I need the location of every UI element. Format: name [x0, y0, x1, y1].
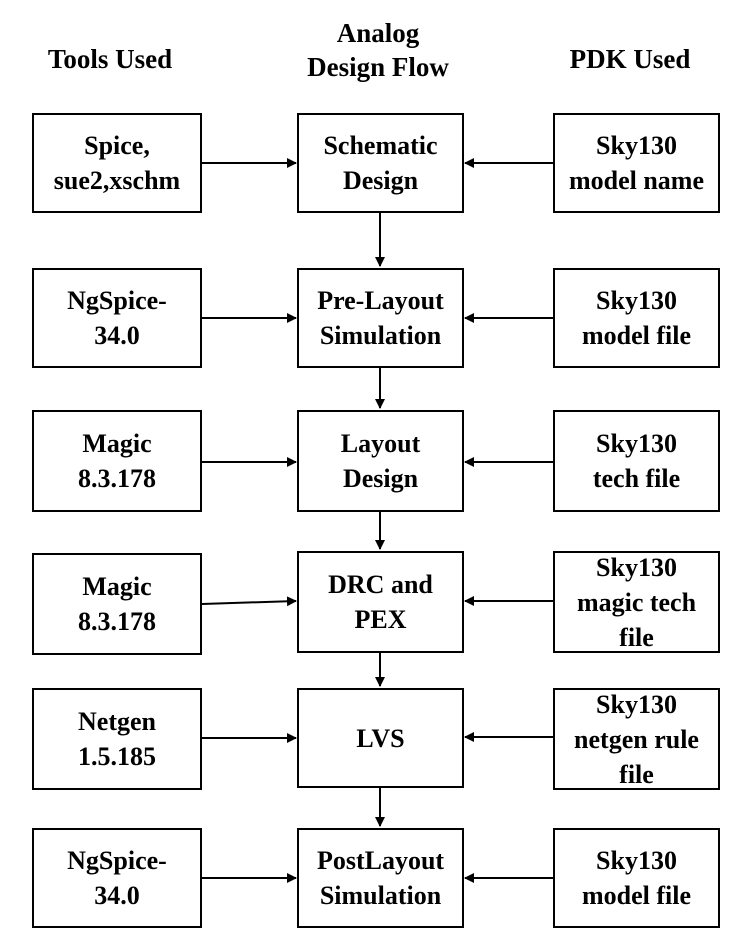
pdk-box-layout: Sky130 tech file	[553, 410, 720, 512]
tool-box-pre-layout: NgSpice- 34.0	[32, 268, 202, 368]
flow-step-postlayout-simulation: PostLayout Simulation	[297, 828, 464, 928]
pdk-box-pre-layout: Sky130 model file	[553, 268, 720, 368]
pdk-box-drc-pex: Sky130 magic tech file	[553, 551, 720, 653]
pdk-box-post-layout: Sky130 model file	[553, 828, 720, 928]
flow-step-pre-layout-simulation: Pre-Layout Simulation	[297, 268, 464, 368]
tool-box-lvs: Netgen 1.5.185	[32, 688, 202, 790]
pdk-box-schematic: Sky130 model name	[553, 113, 720, 213]
flow-step-layout-design: Layout Design	[297, 410, 464, 512]
tool-box-layout: Magic 8.3.178	[32, 410, 202, 512]
analog-design-flow-header: Analog Design Flow	[307, 18, 449, 82]
tool-box-post-layout: NgSpice- 34.0	[32, 828, 202, 928]
pdk-box-lvs: Sky130 netgen rule file	[553, 688, 720, 790]
flow-step-lvs: LVS	[297, 688, 464, 788]
flow-step-schematic-design: Schematic Design	[297, 113, 464, 213]
tool-box-schematic: Spice, sue2,xschm	[32, 113, 202, 213]
tools-used-header: Tools Used	[47, 44, 173, 74]
pdk-used-header: PDK Used	[569, 44, 691, 74]
tool-to-step-arrow-4	[201, 596, 297, 607]
tool-box-drc-pex: Magic 8.3.178	[32, 553, 202, 655]
flow-step-drc-and-pex: DRC and PEX	[297, 551, 464, 653]
